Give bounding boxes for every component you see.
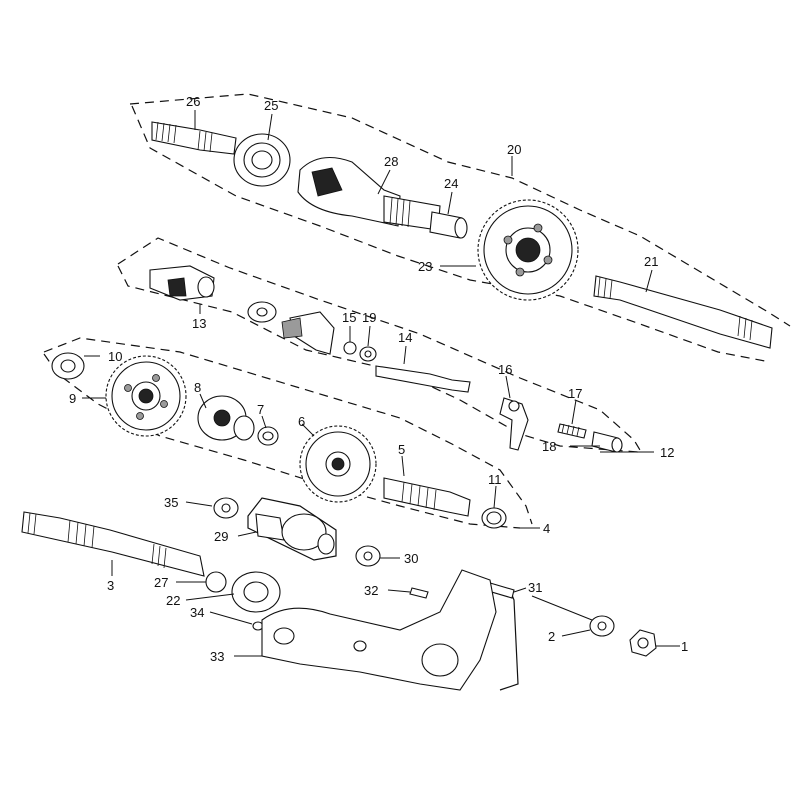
part-18-pin [591, 431, 623, 453]
part-33-case-cover [261, 569, 497, 691]
callout-14: 14 [398, 330, 412, 345]
part-nut-small [247, 301, 277, 323]
callout-35: 35 [164, 495, 178, 510]
part-6-gear [299, 425, 377, 503]
part-2-washer [589, 615, 615, 637]
callout-29: 29 [214, 529, 228, 544]
callout-1: 1 [681, 639, 688, 654]
part-17-spring [557, 423, 587, 439]
part-11-ring [481, 507, 507, 529]
part-24-spacer [429, 211, 468, 239]
part-5-pinion-shaft [383, 477, 471, 517]
callout-10: 10 [108, 349, 122, 364]
callout-34: 34 [190, 605, 204, 620]
callout-30: 30 [404, 551, 418, 566]
part-35-washer [213, 497, 239, 519]
callout-20: 20 [507, 142, 521, 157]
callout-numbers: 1 2 3 4 5 6 7 8 9 10 11 12 13 14 15 16 1… [69, 94, 688, 664]
group-outline-12 [117, 237, 641, 453]
callout-22: 22 [166, 593, 180, 608]
callout-24: 24 [444, 176, 458, 191]
part-27-seal [205, 571, 227, 593]
part-10-washer [51, 352, 85, 380]
callout-16: 16 [498, 362, 512, 377]
part-21-main-shaft [593, 275, 773, 349]
part-15-washer [343, 341, 357, 355]
callout-27: 27 [154, 575, 168, 590]
part-23-large-gear [477, 199, 579, 301]
part-bracket [281, 311, 335, 355]
callout-5: 5 [398, 442, 405, 457]
callout-6: 6 [298, 414, 305, 429]
part-19-washer [359, 346, 377, 362]
callout-12: 12 [660, 445, 674, 460]
callout-25: 25 [264, 98, 278, 113]
callout-11: 11 [488, 472, 502, 487]
callout-13: 13 [192, 316, 206, 331]
callout-23: 23 [418, 259, 432, 274]
part-28-housing [297, 156, 441, 231]
callout-4: 4 [543, 521, 550, 536]
callout-21: 21 [644, 254, 658, 269]
callout-28: 28 [384, 154, 398, 169]
part-29-gear-shaft [255, 513, 335, 555]
part-26-shaft-stub [151, 121, 237, 155]
part-8-hub [197, 395, 255, 441]
part-32-bolt [409, 587, 429, 599]
part-9-gear [105, 355, 187, 437]
callout-26: 26 [186, 94, 200, 109]
group-outline-20 [129, 93, 791, 363]
part-13-shift-fork [149, 265, 215, 301]
callout-18: 18 [542, 439, 556, 454]
part-14-shift-rod [375, 365, 471, 393]
callout-2: 2 [548, 629, 555, 644]
group-outline-4 [43, 337, 533, 529]
callout-31: 31 [528, 580, 542, 595]
part-16-shift-arm [499, 397, 529, 451]
part-25-bearing [233, 133, 291, 187]
callout-9: 9 [69, 391, 76, 406]
part-22-bearing [231, 571, 281, 613]
callout-15: 15 [342, 310, 356, 325]
callout-3: 3 [107, 578, 114, 593]
callout-7: 7 [257, 402, 264, 417]
part-30-washer [355, 545, 381, 567]
callout-33: 33 [210, 649, 224, 664]
group-outline-31 [499, 589, 519, 691]
leader-lines [82, 110, 680, 657]
part-7-ring [257, 426, 279, 446]
callout-19: 19 [362, 310, 376, 325]
callout-32: 32 [364, 583, 378, 598]
part-1-nut [629, 629, 657, 657]
part-3-output-shaft [21, 511, 205, 577]
callout-8: 8 [194, 380, 201, 395]
callout-17: 17 [568, 386, 582, 401]
